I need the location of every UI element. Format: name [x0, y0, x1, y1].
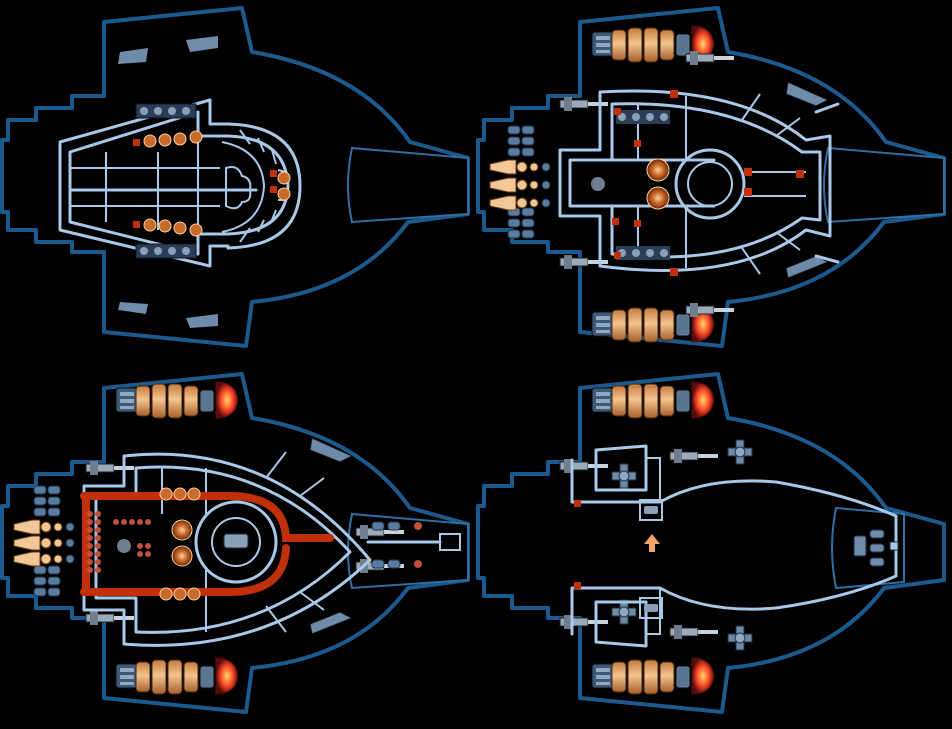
hazard-corridor [80, 492, 334, 596]
cargo-grid [87, 511, 151, 573]
corridors [58, 98, 302, 268]
console-bank [853, 529, 899, 567]
deck-panel-top-right [476, 6, 946, 348]
corridors [82, 451, 461, 647]
deck-panel-top-left [0, 6, 470, 348]
engine-pods [489, 159, 605, 211]
arrow-up-icon [644, 534, 660, 552]
console-bank [507, 110, 670, 260]
deck-panel-bottom-left [0, 372, 470, 714]
shuttle-icon [223, 533, 249, 549]
deck-panel-bottom-right [476, 372, 946, 714]
console-bank [135, 103, 197, 259]
reactor-icon [646, 158, 670, 210]
reactor-icon [133, 130, 291, 237]
reactor-icon [159, 487, 201, 601]
